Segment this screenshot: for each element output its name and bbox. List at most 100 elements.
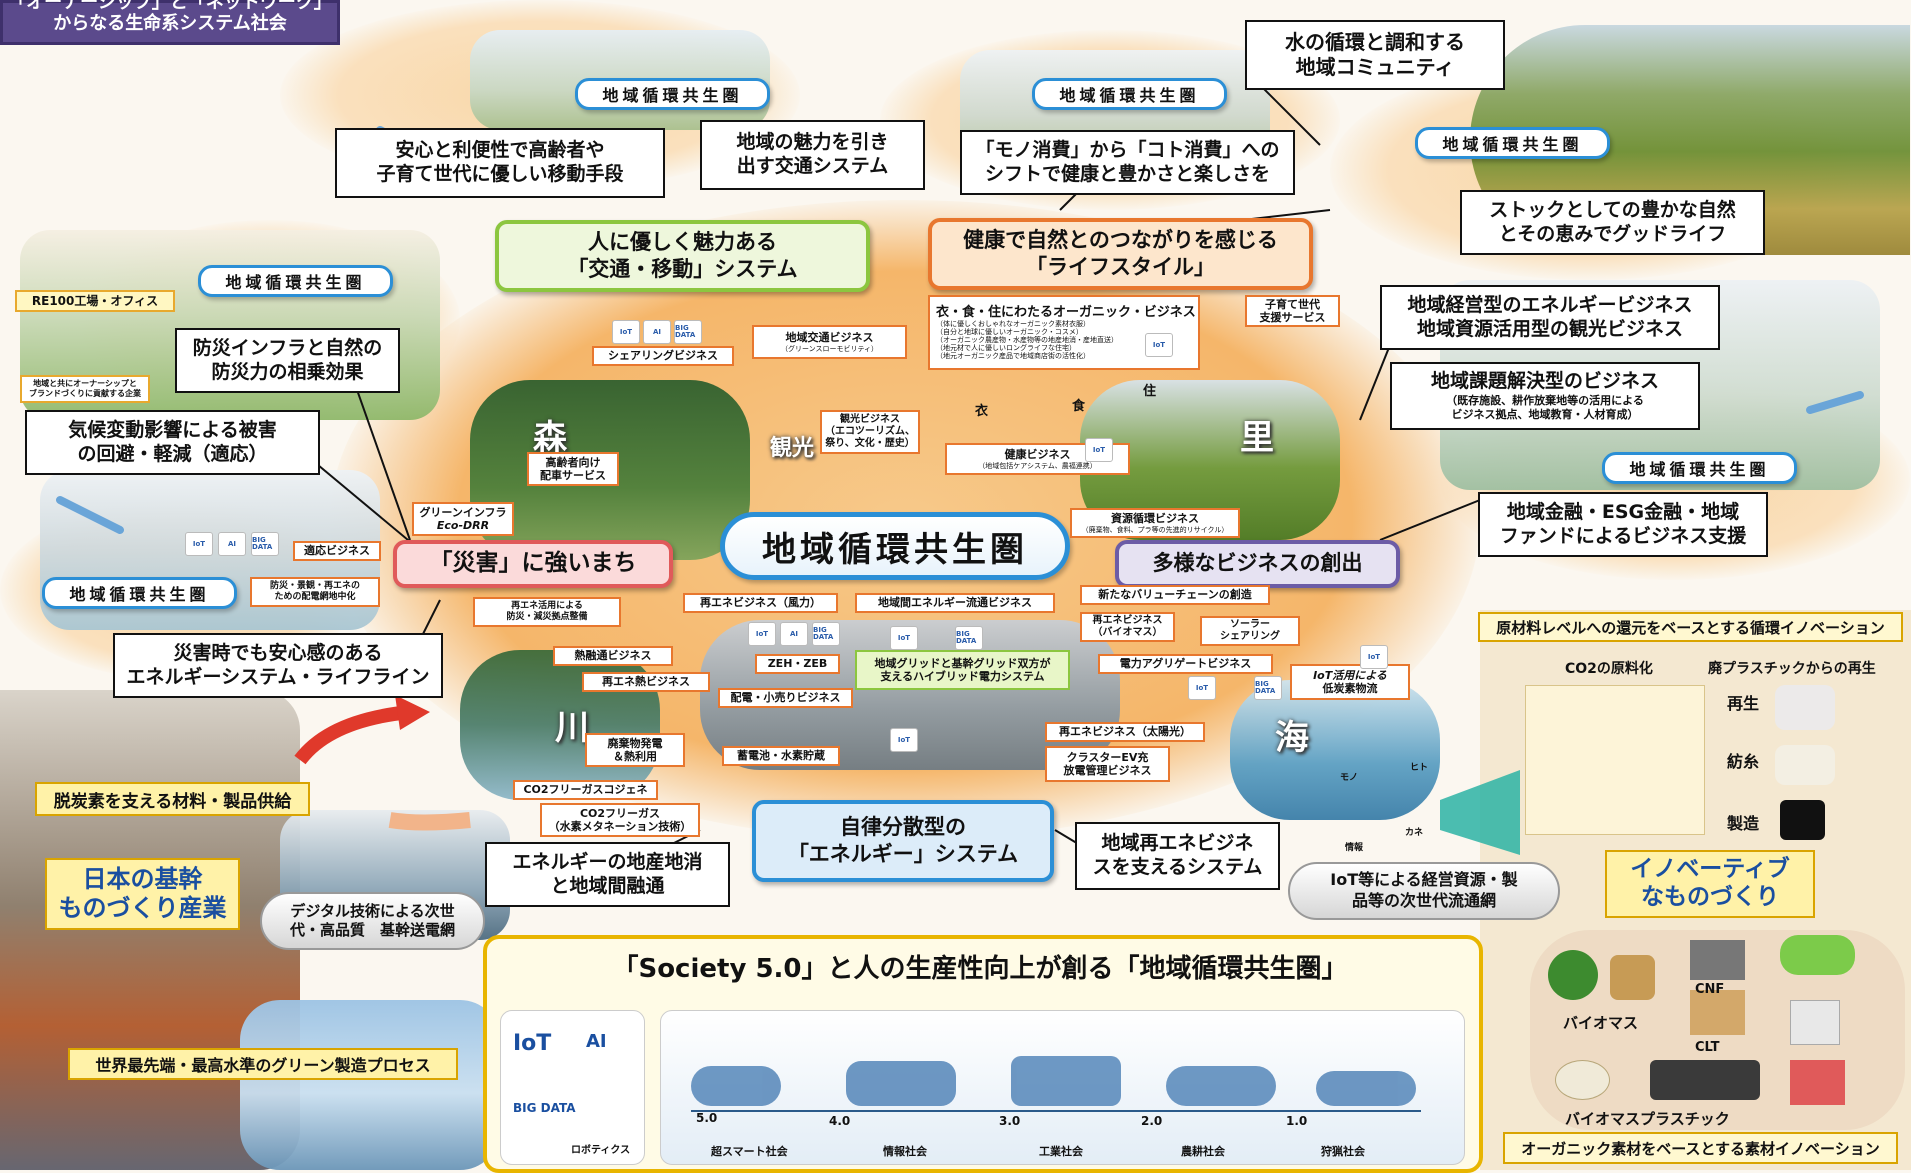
callout-climate-line2: の回避・軽減（適応） — [77, 442, 268, 465]
stage-5-num: 5.0 — [696, 1111, 718, 1125]
robotics-label: ロボティクス — [571, 1145, 631, 1156]
step-regen: 再生 — [1727, 694, 1760, 713]
tag-re100-sub: 地域と共にオーナーシップと ブランドづくりに貢献する企業 — [20, 375, 150, 403]
callout-finance: 地域金融・ESG金融・地域 ファンドによるビジネス支援 — [1478, 492, 1768, 557]
callout-local-energy-line1: エネルギーの地産地消 — [512, 850, 703, 873]
callout-consumption-shift-line1: 「モノ消費」から「コト消費」への — [975, 138, 1280, 161]
tag-disaster-base: 再エネ活用による 防災・減災拠点整備 — [473, 597, 621, 627]
tag-organic-sub4: （地元材で人に優しいロングライフな住宅） — [936, 344, 1076, 353]
callout-mobility-means-line2: 子育て世代に優しい移動手段 — [376, 163, 624, 185]
tag-local-transport: 地域交通ビジネス （グリーンスローモビリティ） — [752, 325, 907, 359]
info-label-info: 情報 — [1345, 843, 1364, 853]
bioplastic-product-icon — [1555, 1060, 1610, 1100]
tag-organic-sub1: （体に優しくおしゃれなオーガニック素材衣服） — [936, 320, 1090, 329]
cnf-label: CNF — [1695, 982, 1725, 997]
stage-4-num: 4.0 — [829, 1114, 851, 1128]
callout-mobility-means-line1: 安心と利便性で高齢者や — [395, 139, 605, 162]
tag-hybrid-grid-line1: 地域グリッドと基幹グリッド双方が — [874, 656, 1051, 670]
ai-icon: AI — [780, 622, 808, 646]
digital-grid-line1: デジタル技術による次世 — [290, 901, 455, 920]
tag-elderly-line1: 高齢者向け — [545, 455, 601, 469]
tag-iot-logistics-line1: IoT活用による — [1313, 668, 1387, 682]
tag-grid-line1: 防災・景観・再エネの — [269, 581, 360, 592]
iot-icon: IoT — [185, 532, 213, 556]
iot-distribution: IoT等による経営資源・製 品等の次世代流通網 — [1288, 862, 1560, 920]
tag-re100-label: RE100工場・オフィス — [31, 293, 159, 308]
iot-icon: IoT — [1085, 438, 1113, 462]
green-process: 世界最先端・最高水準のグリーン製造プロセス — [68, 1048, 458, 1080]
callout-water-community-line1: 水の循環と調和する — [1285, 30, 1465, 54]
callout-disaster-energy-line1: 災害時でも安心感のある — [173, 641, 383, 664]
theme-disaster: 「災害」に強いまち — [393, 540, 673, 588]
iot-distribution-line1: IoT等による経営資源・製 — [1330, 870, 1518, 890]
tag-co2-cogen: CO2フリーガスコジェネ — [513, 780, 658, 800]
theme-energy-line2: 「エネルギー」システム — [787, 842, 1019, 866]
tag-organic-sub2: （自分と地球に優しいオーガニック・コスメ） — [936, 328, 1083, 337]
tag-tourism-biz-line1: 観光ビジネス — [840, 414, 900, 425]
tag-re100-sub-line1: 地域と共にオーナーシップと — [33, 379, 137, 389]
tag-solar: 再エネビジネス（太陽光） — [1045, 722, 1205, 742]
iot-icon: IoT — [890, 728, 918, 752]
tag-waste-power-line2: ＆熱利用 — [613, 750, 657, 763]
tag-organic-title: 衣・食・住にわたるオーガニック・ビジネス — [936, 304, 1196, 320]
iot-icon: IoT — [1360, 645, 1388, 669]
sea-image — [1230, 680, 1440, 820]
tag-solar-share-line2: シェアリング — [1220, 631, 1280, 642]
tshirt-image — [1780, 800, 1825, 840]
callout-issue-business: 地域課題解決型のビジネス （既存施設、耕作放棄地等の活用による ビジネス拠点、地… — [1390, 362, 1700, 430]
tag-health-sub: （地域包括ケアシステム、農福連携） — [978, 461, 1097, 470]
biomass-label: バイオマス — [1563, 1014, 1639, 1032]
bigdata-icon: BIG DATA — [812, 622, 840, 646]
bigdata-icon: BIG DATA — [251, 532, 279, 556]
callout-mobility-means: 安心と利便性で高齢者や 子育て世代に優しい移動手段 — [335, 128, 665, 198]
bigdata-icon: BIG DATA — [1254, 676, 1282, 700]
stage-2-label: 農耕社会 — [1181, 1145, 1225, 1158]
ai-icon: AI — [218, 532, 246, 556]
callout-water-community: 水の循環と調和する 地域コミュニティ — [1245, 20, 1505, 90]
tag-waste-power-line1: 廃棄物発電 — [607, 736, 663, 750]
tag-biomass-line1: 再エネビジネス — [1092, 615, 1163, 626]
bioplastic-label: バイオマスプラスチック — [1565, 1110, 1730, 1128]
theme-lifestyle-line1: 健康で自然とのつながりを感じる — [963, 227, 1278, 252]
theme-lifestyle-line2: 「ライフスタイル」 — [1026, 255, 1215, 279]
tag-organic-sub3: （オーガニック農産物・水産物等の地産地消・産地直送） — [936, 336, 1118, 345]
circular-innovation-label: 原材料レベルへの還元をベースとする循環イノベーション — [1478, 612, 1903, 642]
callout-disaster-infra: 防災インフラと自然の 防災力の相乗効果 — [175, 328, 400, 393]
tag-adaptation: 適応ビジネス — [293, 541, 381, 561]
tag-solar-share: ソーラー シェアリング — [1200, 616, 1300, 646]
tag-wind: 再エネビジネス（風力） — [683, 593, 838, 613]
decarb-supply: 脱炭素を支える材料・製品供給 — [35, 782, 310, 816]
callout-renewable-support-line1: 地域再エネビジネ — [1101, 832, 1254, 855]
tag-elderly-line2: 配車サービス — [540, 469, 606, 482]
stage-5-label: 超スマート社会 — [711, 1145, 788, 1158]
iot-icon: IoT — [612, 320, 640, 344]
tag-tourism-biz-line3: 祭り、文化・歴史） — [825, 438, 915, 449]
region-label-left: 地域循環共生圏 — [198, 265, 393, 297]
tree-icon — [1548, 950, 1598, 1000]
tag-value-chain: 新たなバリューチェーンの創造 — [1080, 585, 1270, 605]
info-flow-diagram: モノ カネ 情報 ヒト — [1310, 730, 1460, 860]
theme-energy-line1: 自律分散型の — [840, 814, 966, 839]
callout-energy-business: 地域経営型のエネルギービジネス 地域資源活用型の観光ビジネス — [1380, 285, 1720, 350]
callout-climate-line1: 気候変動影響による被害 — [68, 418, 277, 441]
tag-childcare-line1: 子育て世代 — [1265, 297, 1320, 311]
tag-tourism-biz: 観光ビジネス （エコツーリズム、 祭り、文化・歴史） — [820, 410, 920, 454]
label-forest: 森 — [533, 418, 567, 458]
theme-mobility-line1: 人に優しく魅力ある — [588, 229, 777, 254]
iot-icon: IoT — [890, 626, 918, 650]
callout-local-energy-line2: と地域間融通 — [550, 874, 665, 897]
core-industry-line1: 日本の基幹 — [82, 865, 203, 894]
tag-biomass-line2: （バイオマス） — [1092, 627, 1163, 638]
tag-green-infra: グリーンインフラ Eco-DRR — [412, 502, 514, 536]
appliance-icon — [1790, 1000, 1840, 1045]
tag-childcare: 子育て世代 支援サービス — [1245, 295, 1340, 327]
tag-heat-supply: 熱融通ビジネス — [553, 646, 673, 666]
callout-transport-system-line2: 出す交通システム — [736, 155, 889, 177]
tag-retail: 配電・小売りビジネス — [718, 688, 853, 708]
bigdata-icon: BIG DATA — [955, 626, 983, 650]
co2-raw-label: CO2の原料化 — [1565, 661, 1653, 677]
tag-grid: 防災・景観・再エネの ための配電網地中化 — [250, 577, 380, 607]
tag-ev-cluster-line2: 放電管理ビジネス — [1063, 764, 1152, 777]
society-stages-illustration — [691, 1056, 1421, 1112]
